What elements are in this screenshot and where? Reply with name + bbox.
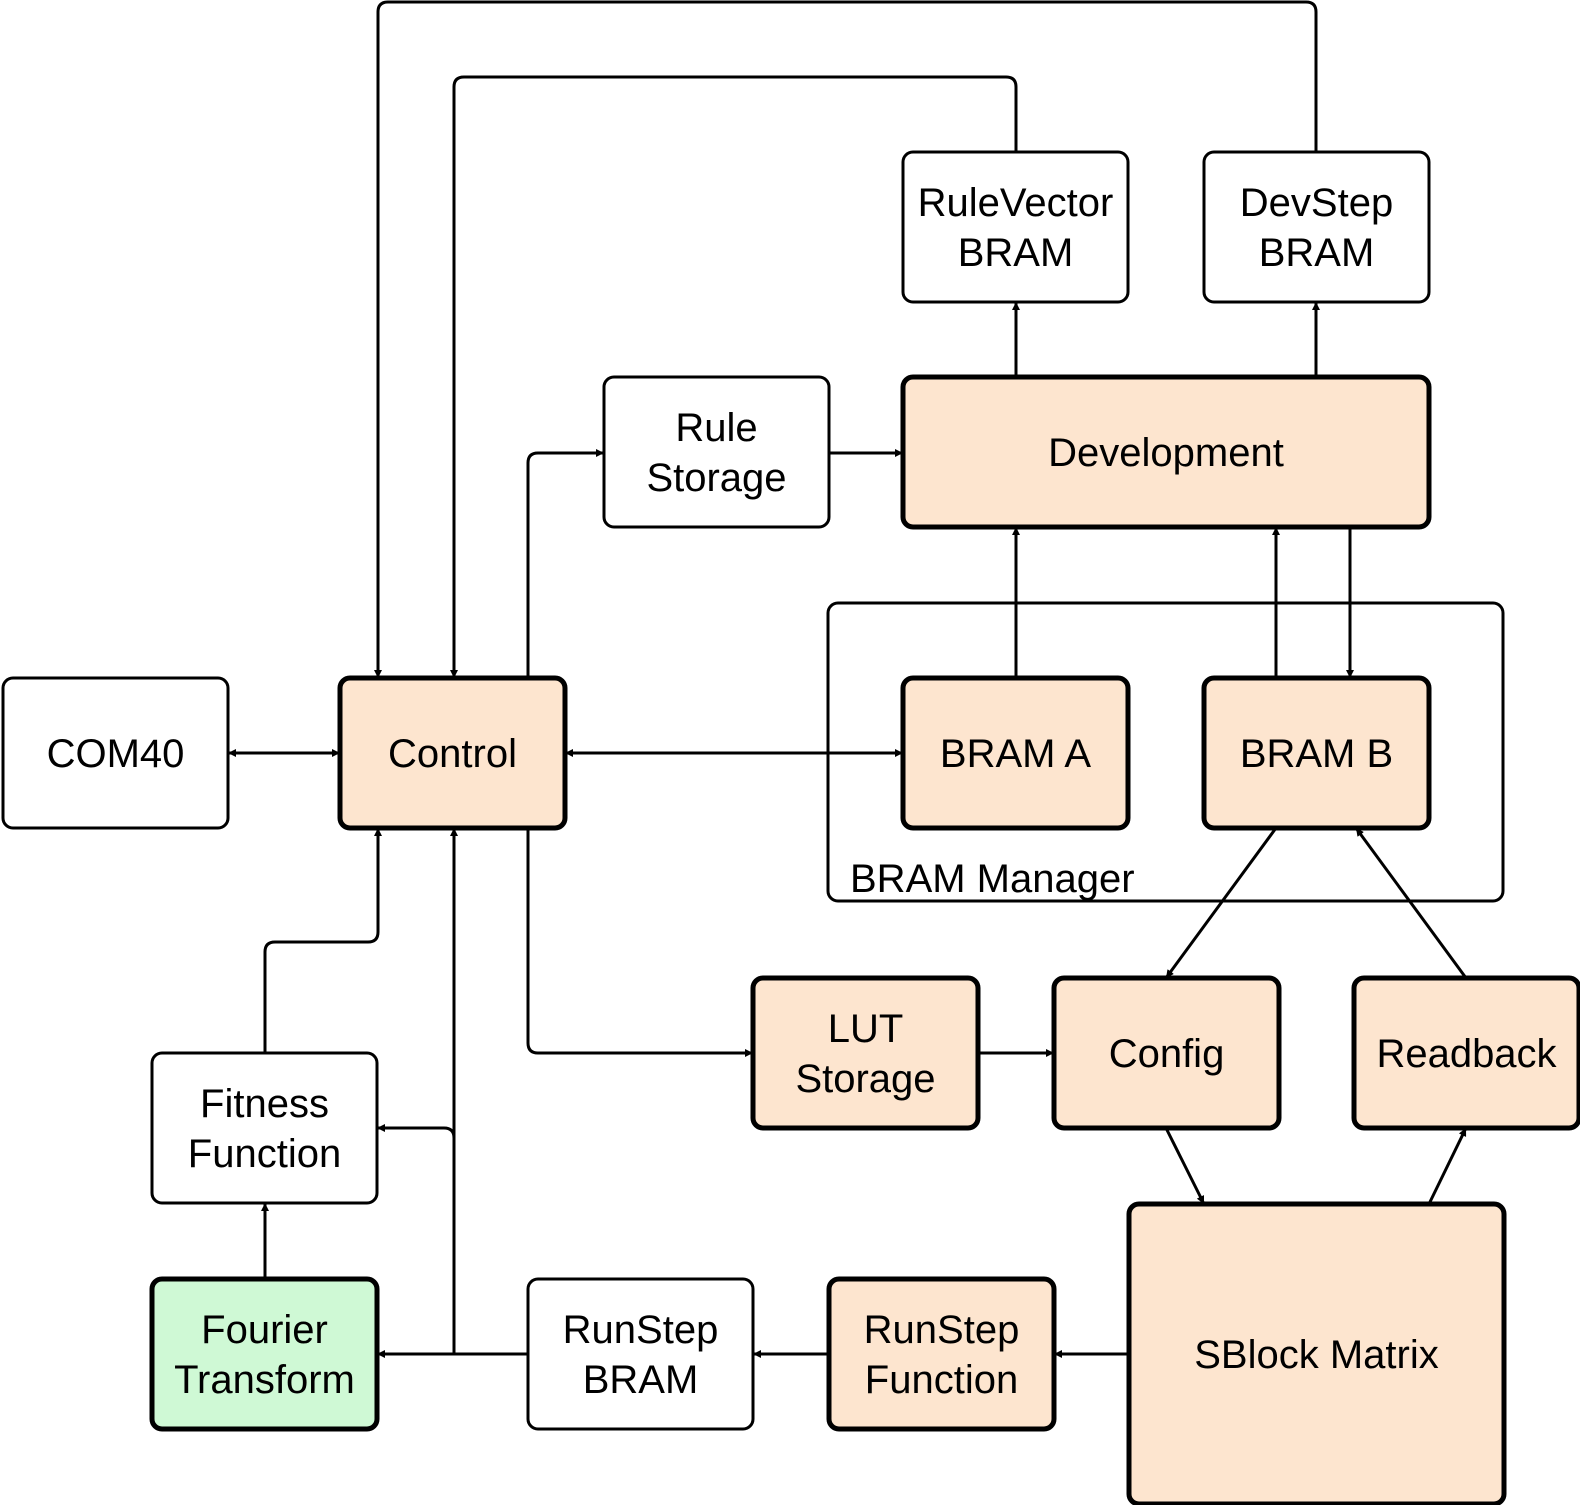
lut-storage-label: Storage — [795, 1057, 935, 1101]
fourier-transform-box — [149, 1276, 380, 1432]
development-label: Development — [1048, 431, 1284, 475]
devstep-bram-label: BRAM — [1259, 231, 1375, 275]
sblock-matrix-box — [1126, 1201, 1507, 1505]
fitness-function-box — [150, 1051, 379, 1205]
devstep-bram-box — [1202, 150, 1431, 304]
bram-b-label: BRAM B — [1240, 732, 1393, 776]
edges-layer — [228, 0, 1468, 1358]
runstep-bram-box — [526, 1277, 755, 1431]
edge-fitness-function-to-control — [263, 828, 382, 1053]
config-box — [1051, 975, 1282, 1131]
rule-storage-box — [602, 375, 831, 529]
readback-box — [1351, 975, 1580, 1131]
development-block: Development — [900, 374, 1432, 530]
runstep-function-box — [826, 1276, 1057, 1432]
control-label: Control — [388, 732, 517, 776]
lut-storage-block: LUT Storage — [750, 975, 981, 1131]
edge-bram-b-to-config — [1164, 827, 1278, 979]
edge-control-to-lut-storage — [526, 828, 753, 1057]
com40-block: COM40 — [1, 676, 230, 830]
nodes-layer: RuleVectorBRAMDevStepBRAMRuleStorageDeve… — [1, 150, 1580, 1505]
edge-sblock-matrix-to-readback — [1427, 1127, 1468, 1205]
fitness-function-label: Fitness — [200, 1082, 329, 1126]
runstep-function-label: RunStep — [864, 1308, 1020, 1352]
fourier-transform-label: Fourier — [201, 1308, 328, 1352]
sblock-matrix-label: SBlock Matrix — [1194, 1333, 1439, 1377]
com40-label: COM40 — [47, 732, 185, 776]
bram-a-box — [900, 675, 1131, 831]
lut-storage-label: LUT — [828, 1007, 904, 1051]
bram-manager-label: BRAM Manager — [850, 857, 1135, 901]
sblock-matrix-block: SBlock Matrix — [1126, 1201, 1507, 1505]
lut-storage-box — [750, 975, 981, 1131]
rule-storage-label: Rule — [675, 406, 757, 450]
bram-b-block: BRAM B — [1201, 675, 1432, 831]
readback-block: Readback — [1351, 975, 1580, 1131]
edge-readback-to-bram-b — [1354, 827, 1468, 979]
rulevector-bram-label: RuleVector — [918, 181, 1114, 225]
control-box — [337, 675, 568, 831]
edge-runstep-bram-to-fitness-function — [377, 1124, 456, 1354]
config-label: Config — [1109, 1032, 1225, 1076]
bram-a-block: BRAM A — [900, 675, 1131, 831]
devstep-bram-label: DevStep — [1240, 181, 1393, 225]
development-box — [900, 374, 1432, 530]
runstep-function-label: Function — [865, 1358, 1018, 1402]
runstep-bram-label: BRAM — [583, 1358, 699, 1402]
control-block: Control — [337, 675, 568, 831]
readback-label: Readback — [1376, 1032, 1557, 1076]
rule-storage-label: Storage — [646, 456, 786, 500]
com40-box — [1, 676, 230, 830]
fitness-function-label: Function — [188, 1132, 341, 1176]
edge-rulevector-bram-to-control — [450, 75, 1018, 678]
fourier-transform-label: Transform — [174, 1358, 355, 1402]
rulevector-bram-box — [901, 150, 1130, 304]
edge-control-to-rule-storage — [526, 449, 604, 678]
rulevector-bram-label: BRAM — [958, 231, 1074, 275]
bram-a-label: BRAM A — [940, 732, 1091, 776]
edge-devstep-bram-to-control — [374, 0, 1318, 678]
bram-manager-group: BRAM Manager — [826, 601, 1505, 903]
config-block: Config — [1051, 975, 1282, 1131]
bram-b-box — [1201, 675, 1432, 831]
runstep-bram-label: RunStep — [563, 1308, 719, 1352]
edge-config-to-sblock-matrix — [1164, 1127, 1206, 1205]
